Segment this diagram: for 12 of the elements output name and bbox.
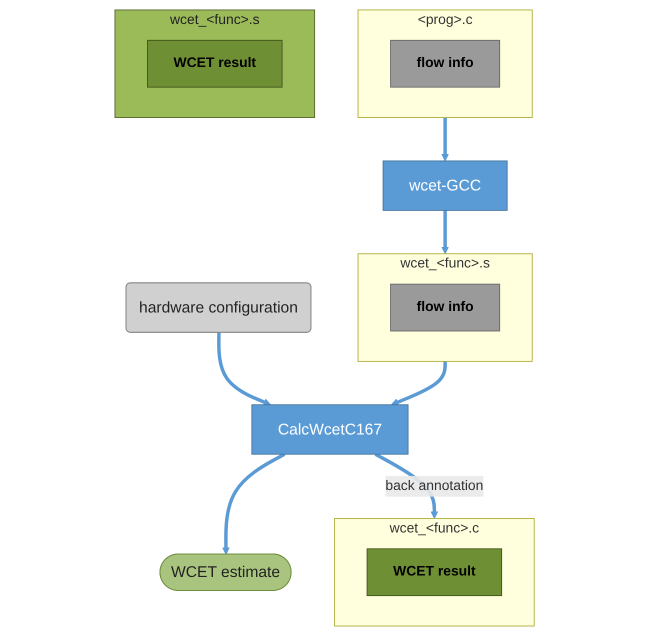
edge-label: back annotation — [385, 478, 484, 493]
node-box: CalcWcetC167 — [251, 404, 408, 454]
node-box: flow info — [390, 283, 500, 331]
arrow — [217, 332, 271, 406]
node-box: WCET result — [366, 548, 502, 596]
arrow — [390, 360, 447, 406]
node-box: wcet-GCC — [382, 160, 508, 210]
arrow — [441, 210, 449, 254]
arrow — [222, 452, 286, 554]
node-box: WCET result — [146, 39, 282, 88]
node-box: flow info — [390, 39, 500, 88]
arrow — [441, 117, 449, 161]
